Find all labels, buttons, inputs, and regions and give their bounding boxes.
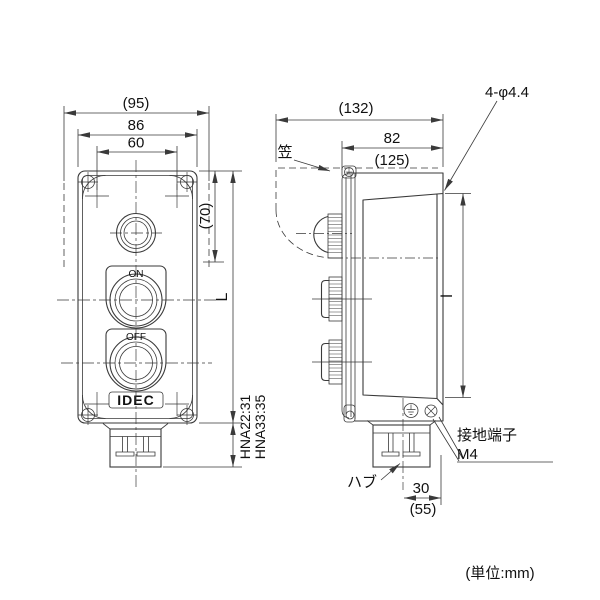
enclosure-side (341, 165, 444, 423)
ground-terminal-label: 接地端子 (457, 427, 517, 444)
mounting-holes-label: 4-φ4.4 (485, 84, 529, 101)
hub-note-hna33-label: HNA33:35 (252, 394, 268, 459)
canopy-label: 笠 (277, 144, 292, 161)
enclosure-front (77, 170, 198, 425)
hub-side (366, 420, 437, 468)
front-canopy-hidden-outline (63, 183, 210, 267)
cover-screw-icons (78, 172, 197, 425)
side-button-centerlines (312, 298, 372, 363)
dim-30-label: 30 (413, 480, 430, 497)
hub-front (102, 423, 169, 468)
corner-fillets (82, 175, 193, 419)
dim-132-label: (132) (338, 100, 373, 117)
m4-screw-icon (424, 404, 438, 418)
dim-125-label: (125) (374, 152, 409, 169)
leader-canopy (293, 159, 331, 172)
dim-l-label: l (439, 294, 456, 298)
dim-L-label: L (214, 292, 231, 301)
leader-hub (380, 463, 401, 481)
dim-86-label: 86 (128, 117, 145, 134)
front-view: ON OFF IDEC (57, 95, 268, 489)
hub-note-hna22-label: HNA22:31 (237, 394, 253, 459)
front-centerlines (57, 160, 217, 489)
ground-terminal-icon (403, 403, 419, 418)
dim-95-label: (95) (123, 95, 150, 112)
leader-ground-terminal (432, 416, 553, 463)
dim-60-label: 60 (128, 135, 145, 152)
side-canopy-hidden-outline (275, 167, 438, 259)
unit-note: (単位:mm) (465, 565, 534, 582)
side-dimensions: (132) 82 (125) 4-φ4.4 笠 l 接地端子 M4 ハブ 30 … (275, 84, 553, 518)
dim-70-label: (70) (197, 203, 214, 230)
pilot-light-side (313, 213, 343, 259)
brand-label: IDEC (117, 392, 154, 408)
ground-screw-label: M4 (457, 446, 478, 463)
dim-55-label: (55) (410, 501, 437, 518)
side-view: (132) 82 (125) 4-φ4.4 笠 l 接地端子 M4 ハブ 30 … (275, 84, 553, 518)
leader-mounting-holes (444, 100, 498, 191)
mounting-hole-marks (85, 184, 189, 416)
hub-label: ハブ (347, 473, 377, 491)
front-dimensions: (95) 86 60 (70) L HNA22:31 HNA33:35 (63, 95, 268, 468)
dim-82-label: 82 (384, 130, 401, 147)
